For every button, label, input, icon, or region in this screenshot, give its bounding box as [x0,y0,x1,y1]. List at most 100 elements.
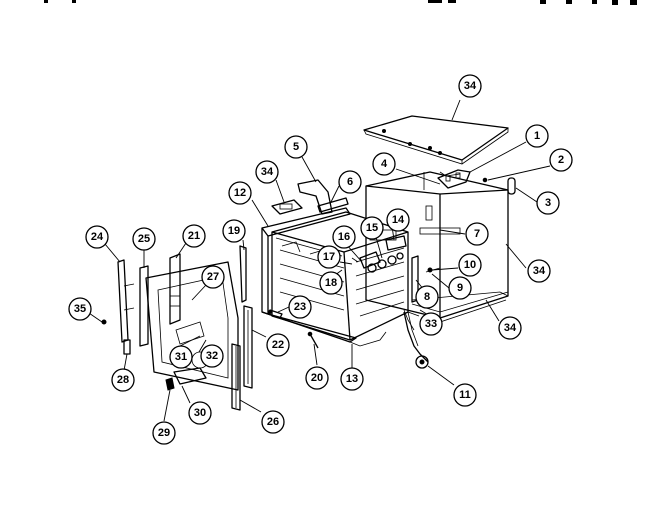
callout-11: 11 [453,383,477,407]
header-fragment [44,0,637,5]
callout-7: 7 [465,222,489,246]
svg-text:7: 7 [474,228,480,240]
callout-19: 19 [222,219,246,243]
svg-text:11: 11 [459,389,471,401]
svg-text:30: 30 [194,407,206,419]
bracket-part-1 [437,169,471,189]
callout-3: 3 [536,191,560,215]
svg-text:16: 16 [338,231,350,243]
svg-text:34: 34 [464,80,477,92]
callout-23: 23 [288,295,312,319]
svg-text:28: 28 [117,374,129,386]
svg-text:15: 15 [366,222,378,234]
callout-35: 35 [68,297,92,321]
callout-32: 32 [200,344,224,368]
clip-part-29 [165,377,175,391]
svg-text:27: 27 [207,271,219,283]
svg-text:4: 4 [381,158,388,170]
svg-text:19: 19 [228,225,240,237]
callout-31: 31 [169,345,193,369]
svg-text:23: 23 [294,301,306,313]
callout-2: 2 [549,148,573,172]
callout-6: 6 [338,170,362,194]
svg-text:33: 33 [425,318,437,330]
svg-text:34: 34 [261,166,274,178]
svg-text:24: 24 [91,231,104,243]
svg-text:5: 5 [293,141,299,153]
callout-24: 24 [85,225,109,249]
svg-text:34: 34 [504,322,517,334]
svg-text:13: 13 [346,373,358,385]
callout-5: 5 [284,135,308,159]
callout-21: 21 [182,224,206,248]
svg-text:26: 26 [267,416,279,428]
svg-text:10: 10 [464,259,476,271]
callout-13: 13 [340,367,364,391]
svg-text:3: 3 [545,197,551,209]
svg-text:17: 17 [323,251,335,263]
svg-text:32: 32 [206,350,218,362]
callout-12: 12 [228,181,252,205]
callout-27: 27 [201,265,225,289]
front-frame-gasket [261,207,387,347]
top-cover-panel [363,115,509,165]
bracket-part-34-small [271,199,303,215]
bracket-part-30 [173,367,207,385]
callout-16: 16 [332,225,356,249]
svg-text:14: 14 [392,214,405,226]
handle-part-22 [243,305,253,389]
callout-14: 14 [386,208,410,232]
door-outer-part-25 [139,265,149,347]
callout-34: 34 [498,316,522,340]
trim-part-26 [231,343,241,411]
callout-34: 34 [458,74,482,98]
door-seal-part-19 [239,245,247,303]
screw-part-35 [101,319,107,325]
callout-30: 30 [188,401,212,425]
callout-25: 25 [132,227,156,251]
strip-part-6 [317,197,349,213]
callout-22: 22 [266,333,290,357]
callout-9: 9 [448,276,472,300]
svg-text:34: 34 [533,265,546,277]
svg-text:29: 29 [158,427,170,439]
callout-34: 34 [255,160,279,184]
callout-18: 18 [319,271,343,295]
callout-28: 28 [111,368,135,392]
svg-text:31: 31 [175,351,187,363]
callout-34: 34 [527,259,551,283]
callout-15: 15 [360,216,384,240]
svg-text:12: 12 [234,187,246,199]
svg-text:9: 9 [457,282,463,294]
callout-29: 29 [152,421,176,445]
callouts: 34 1 2 3 4 5 6 34 12 7 14 15 16 17 19 21… [68,74,573,445]
clip-part-2 [482,177,488,183]
svg-text:21: 21 [188,230,200,242]
callout-33: 33 [419,312,443,336]
svg-text:2: 2 [558,154,564,166]
door-liner-part-27 [145,261,239,391]
callout-17: 17 [317,245,341,269]
door-glass-part-21 [169,253,181,325]
bushing-part-3 [507,177,516,195]
svg-text:6: 6 [347,176,353,188]
callout-26: 26 [261,410,285,434]
svg-text:35: 35 [74,303,86,315]
callout-20: 20 [305,366,329,390]
callout-8: 8 [415,285,439,309]
svg-text:25: 25 [138,233,150,245]
hinge-part-24 [117,259,135,343]
hinge-part-28 [123,339,131,355]
svg-text:20: 20 [311,372,323,384]
svg-text:18: 18 [325,277,337,289]
callout-1: 1 [525,124,549,148]
callout-10: 10 [458,253,482,277]
control-components [351,235,407,273]
svg-text:22: 22 [272,339,284,351]
screw-part-20 [307,331,319,349]
leader-lines [85,99,551,422]
svg-text:1: 1 [534,130,540,142]
cord-part-11 [403,311,429,369]
svg-text:8: 8 [424,291,430,303]
